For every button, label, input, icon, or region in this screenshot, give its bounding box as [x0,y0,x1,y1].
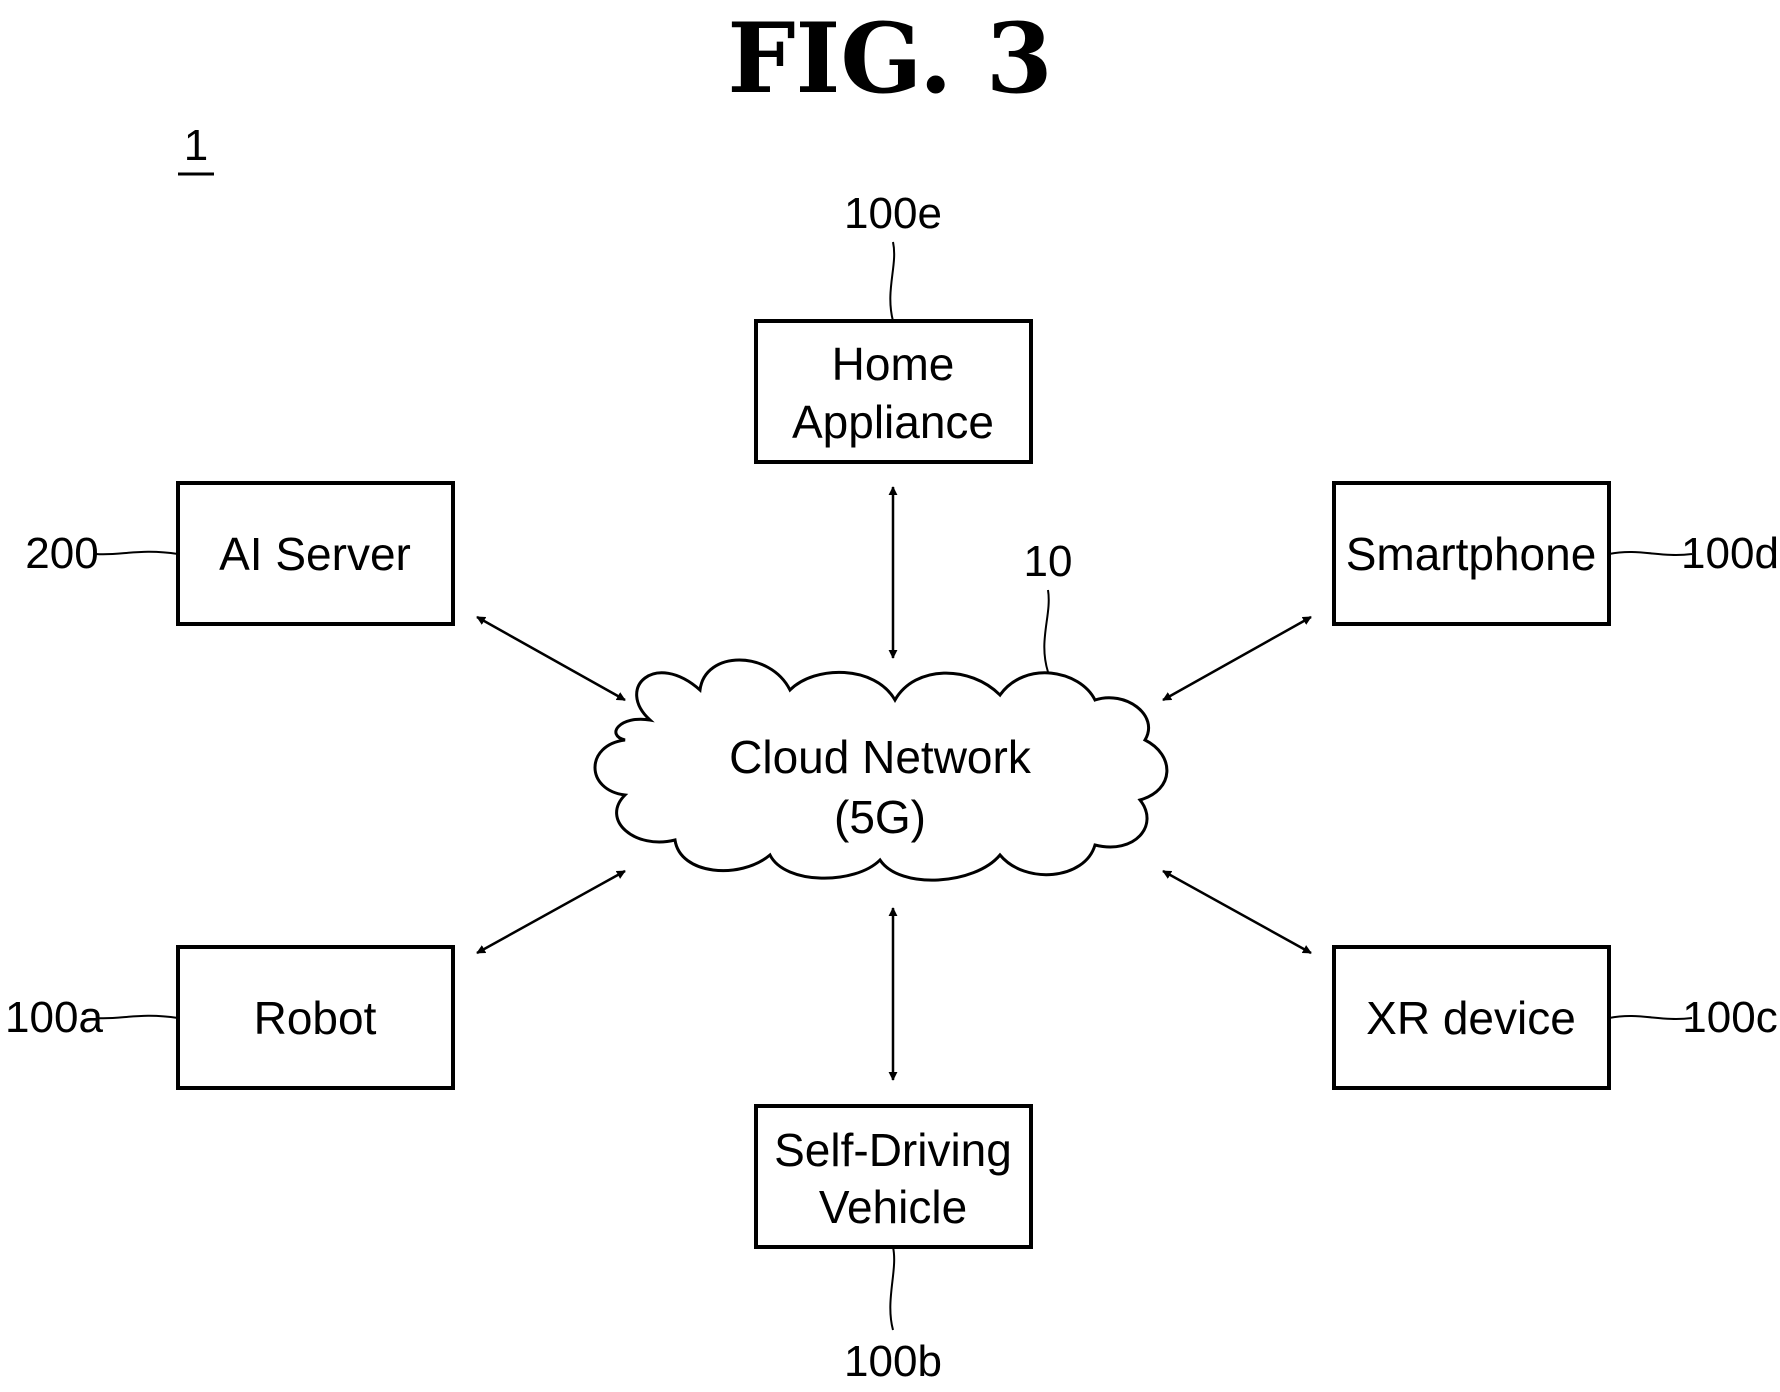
figure-title: FIG. 3 [727,2,1052,115]
home-appliance-node: Home Appliance 100e [756,189,1031,462]
smartphone-leader-line [1609,552,1692,555]
cloud-network-sublabel: (5G) [834,791,926,843]
cloud-network-leader-line [1044,590,1048,672]
cloud-network-label: Cloud Network [729,731,1032,783]
ai-server-leader-line [96,552,178,555]
home-appliance-reference: 100e [844,189,942,238]
ai-server-label: AI Server [219,528,411,580]
home-appliance-label-line1: Home [832,338,955,390]
smartphone-reference: 100d [1681,529,1779,578]
robot-leader-line [96,1016,178,1019]
self-driving-vehicle-reference: 100b [844,1337,942,1386]
xr-device-reference: 100c [1682,993,1777,1042]
ai-server-cloud-arrow [477,617,625,700]
system-reference-numeral: 1 [184,121,208,170]
self-driving-vehicle-label-line2: Vehicle [819,1181,967,1233]
robot-cloud-arrow [477,871,625,953]
robot-node: Robot 100a [5,947,453,1088]
self-driving-vehicle-leader-line [890,1247,894,1330]
cloud-network: Cloud Network (5G) 10 [595,537,1167,880]
xr-device-label: XR device [1366,992,1576,1044]
xr-device-cloud-arrow [1163,871,1311,953]
robot-label: Robot [254,992,377,1044]
smartphone-label: Smartphone [1346,528,1597,580]
robot-reference: 100a [5,993,103,1042]
xr-device-node: XR device 100c [1334,947,1778,1088]
self-driving-vehicle-node: Self-Driving Vehicle 100b [756,1106,1031,1386]
home-appliance-leader-line [890,242,894,321]
home-appliance-label-line2: Appliance [792,396,994,448]
xr-device-leader-line [1609,1016,1692,1019]
ai-server-reference: 200 [25,529,98,578]
ai-server-node: AI Server 200 [25,483,453,624]
self-driving-vehicle-label-line1: Self-Driving [774,1124,1012,1176]
cloud-network-reference: 10 [1024,537,1073,586]
smartphone-cloud-arrow [1163,617,1311,700]
smartphone-node: Smartphone 100d [1334,483,1779,624]
